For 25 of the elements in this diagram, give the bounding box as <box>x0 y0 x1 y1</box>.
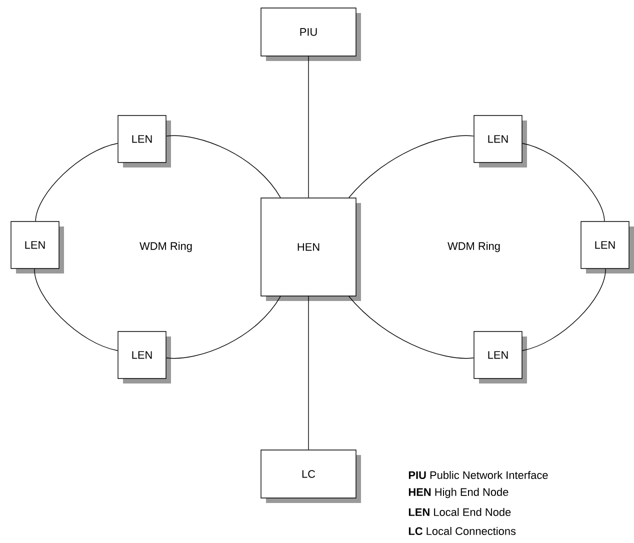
connection-box: LC <box>260 450 361 503</box>
abbreviation-line: LC Local Connections <box>408 526 516 536</box>
abbreviation-line: PIU Public Network Interface <box>408 470 548 480</box>
node-box: LEN <box>474 115 527 168</box>
ring-label: WDM Ring <box>448 242 500 252</box>
node-box: LEN <box>118 331 171 384</box>
interface-box: PIU <box>260 8 361 61</box>
connection-line <box>308 296 309 450</box>
hub-box: HEN <box>260 198 361 301</box>
ring-line <box>35 143 118 222</box>
ring-line <box>348 135 474 198</box>
ring-line <box>348 296 474 359</box>
ring-line <box>166 135 281 198</box>
node-box: LEN <box>118 115 171 168</box>
ring-line <box>166 296 281 359</box>
ring-line <box>522 143 605 222</box>
ring-label: WDM Ring <box>140 242 192 252</box>
node-box: LEN <box>474 331 527 384</box>
abbreviation-line: HEN High End Node <box>408 488 508 498</box>
node-box: LEN <box>580 221 634 274</box>
node-box: LEN <box>10 221 64 274</box>
ring-line <box>522 268 606 351</box>
abbreviation-line: LEN Local End Node <box>408 508 511 516</box>
connection-line <box>308 56 309 198</box>
ring-line <box>34 268 118 351</box>
